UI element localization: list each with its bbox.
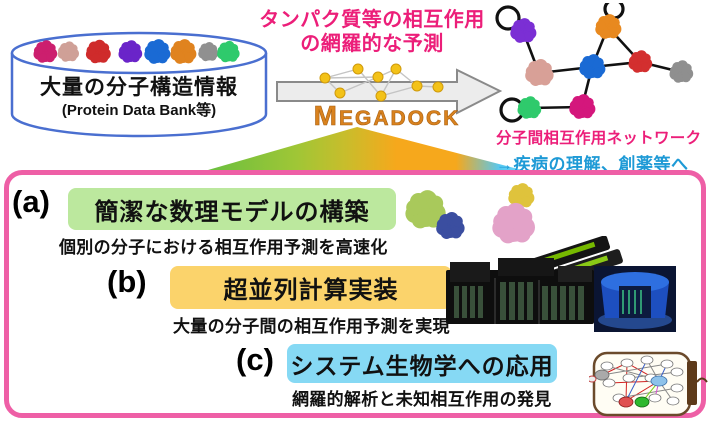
pathway-network-graphic: [589, 351, 708, 417]
flow-arrow-icon: [276, 63, 503, 115]
prediction-caption-line1: タンパク質等の相互作用: [259, 9, 485, 31]
structure-database-cylinder: 大量の分子構造情報 (Protein Data Bank等): [8, 30, 270, 142]
database-cylinder-icon: [10, 31, 268, 138]
feature-c-title: システム生物学への応用: [287, 344, 557, 383]
feature-c-caption: 網羅的解析と未知相互作用の発見: [292, 390, 552, 409]
feature-b-title: 超並列計算実装: [170, 266, 452, 309]
prediction-caption-line2: の網羅的な予測: [300, 33, 444, 56]
megadock-wordmark: MEGADOCK: [313, 100, 461, 132]
result-caption: 分子間相互作用ネットワーク →疾病の理解、創薬等へ: [496, 126, 710, 175]
supercomputer-photo: [594, 266, 676, 332]
database-title: 大量の分子構造情報: [40, 76, 238, 99]
server-cluster-icon: [446, 258, 594, 324]
prediction-caption: タンパク質等の相互作用 の網羅的な予測: [238, 8, 506, 57]
feature-b-label: (b): [107, 264, 147, 299]
result-caption-line1: 分子間相互作用ネットワーク: [496, 130, 702, 147]
feature-b-caption: 大量の分子間の相互作用予測を実現: [173, 317, 450, 336]
feature-a-caption: 個別の分子における相互作用予測を高速化: [59, 238, 388, 257]
protein-complexes-graphic: [405, 183, 535, 244]
feature-a-label: (a): [12, 184, 50, 219]
result-caption-line2: →疾病の理解、創薬等へ: [496, 155, 689, 174]
feature-a-title: 簡潔な数理モデルの構築: [68, 188, 396, 230]
feature-c-label: (c): [236, 342, 274, 377]
interaction-network-graphic: [495, 3, 694, 123]
database-subtitle: (Protein Data Bank等): [61, 102, 217, 119]
hpc-hardware-graphic: [446, 236, 676, 332]
